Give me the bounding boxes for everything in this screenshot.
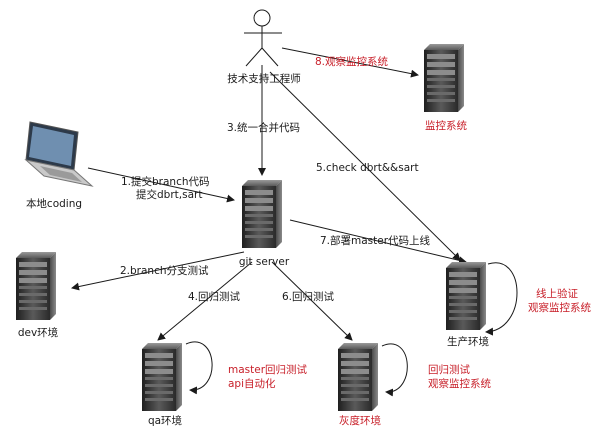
local-label: 本地coding — [26, 197, 82, 210]
prod-label: 生产环境 — [447, 335, 489, 348]
qa-label: qa环境 — [148, 414, 182, 426]
step-6-label: 6.回归测试 — [282, 290, 335, 303]
step-5-label: 5.check dbrt&&sart — [316, 162, 419, 174]
step-3-label: 3.统一合并代码 — [227, 121, 300, 134]
monitor-label: 监控系统 — [425, 119, 467, 132]
edge-6-regression — [271, 261, 353, 341]
prod-note-2: 观察监控系统 — [528, 301, 591, 314]
dev-label: dev环境 — [18, 326, 58, 339]
laptop-icon — [24, 121, 94, 187]
gray-self-loop — [381, 343, 408, 397]
edge-5-check — [269, 71, 461, 261]
dev-server-icon — [16, 252, 56, 320]
qa-server-icon — [142, 343, 182, 411]
git-label: git server — [239, 256, 290, 268]
edge-8-monitor — [281, 47, 419, 78]
step-1b-label: 提交dbrt,sart — [136, 188, 202, 201]
monitor-server-icon — [424, 44, 464, 112]
qa-self-loop — [185, 341, 213, 395]
gray-server-icon — [338, 343, 378, 411]
qa-note-2: api自动化 — [228, 377, 276, 390]
prod-note-1: 线上验证 — [536, 287, 578, 300]
step-1a-label: 1.提交branch代码 — [121, 175, 210, 188]
prod-server-icon — [446, 262, 486, 330]
step-4-label: 4.回归测试 — [188, 290, 241, 303]
qa-note-1: master回归测试 — [228, 363, 308, 376]
engineer-label: 技术支持工程师 — [227, 72, 301, 85]
step-8-label: 8.观察监控系统 — [315, 55, 389, 68]
edge-7-deploy — [289, 219, 467, 265]
edge-2-branch-test — [71, 251, 245, 291]
git-server-icon — [242, 180, 282, 248]
engineer-figure-icon — [244, 9, 282, 67]
step-2-label: 2.branch分支测试 — [120, 264, 209, 277]
prod-self-loop — [485, 262, 518, 336]
gray-note-1: 回归测试 — [428, 363, 470, 376]
edge-4-regression — [157, 261, 253, 341]
gray-label: 灰度环境 — [339, 414, 381, 426]
edge-1-commit — [87, 167, 235, 203]
step-7-label: 7.部署master代码上线 — [320, 234, 431, 247]
gray-note-2: 观察监控系统 — [428, 377, 491, 390]
